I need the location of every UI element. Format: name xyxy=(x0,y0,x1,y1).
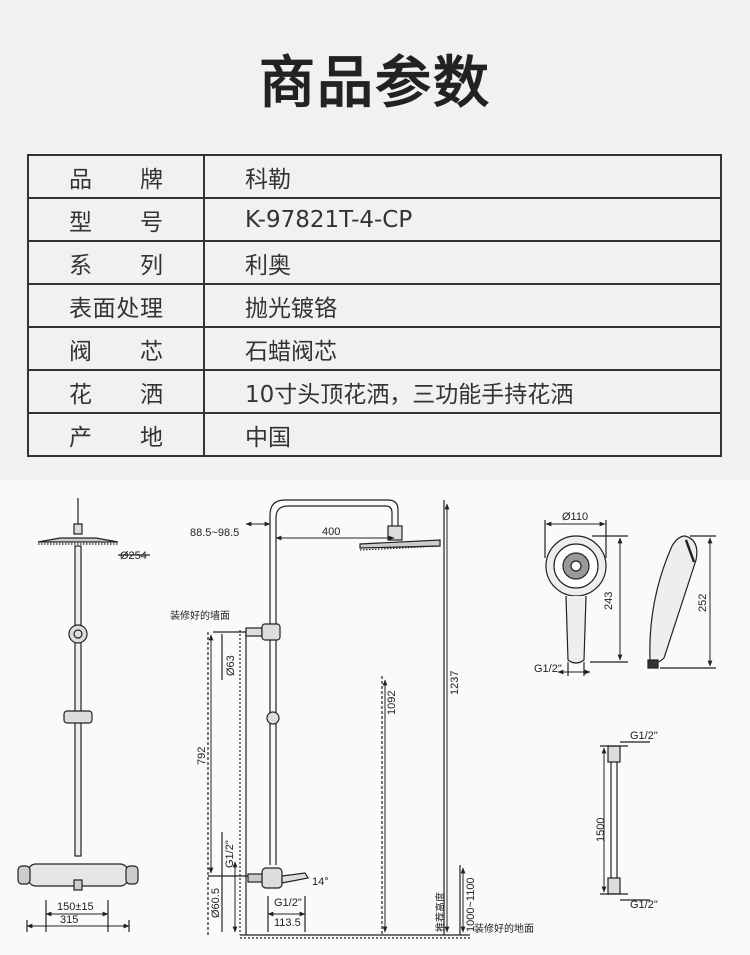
side-spout-length: 113.5 xyxy=(274,917,301,929)
side-inlet-thread: G1/2" xyxy=(224,840,236,868)
hose-length: 1500 xyxy=(595,818,607,842)
spec-table: 品牌 科勒 型号 K-97821T-4-CP 系列 利奥 表面处理 抛光镀铬 阀… xyxy=(27,154,722,457)
side-wall-label: 装修好的墙面 xyxy=(170,609,230,622)
handshower-front xyxy=(544,520,628,676)
side-bracket-dia: Ø63 xyxy=(225,655,237,676)
spec-label: 阀芯 xyxy=(69,338,163,365)
spec-row-origin: 产地 中国 xyxy=(27,412,722,457)
side-rec-height: 1000~1100 xyxy=(465,877,477,932)
technical-drawing: Ø254 150±15 315 xyxy=(0,480,750,955)
page-title: 商品参数 xyxy=(259,51,491,116)
front-view xyxy=(17,498,150,932)
spec-label: 型号 xyxy=(69,209,163,236)
side-height-1237: 1237 xyxy=(449,671,461,695)
spec-value: 石蜡阀芯 xyxy=(203,326,722,371)
handshower-height-side: 252 xyxy=(697,594,709,612)
spec-value: 科勒 xyxy=(203,154,722,199)
side-spout-angle: 14° xyxy=(312,876,329,888)
front-width: 315 xyxy=(60,914,78,926)
spec-value: 利奥 xyxy=(203,240,722,285)
side-height-1092: 1092 xyxy=(386,691,398,715)
spec-value: 中国 xyxy=(203,412,722,457)
spec-value: K-97821T-4-CP xyxy=(203,197,722,242)
spec-label: 品牌 xyxy=(69,166,163,193)
side-view xyxy=(207,499,470,939)
hose-thread-bottom: G1/2" xyxy=(630,899,658,911)
handshower-side xyxy=(647,535,716,669)
hose xyxy=(600,741,650,901)
side-rec-height-label: 推荐高度 xyxy=(434,892,447,932)
front-spacing: 150±15 xyxy=(57,901,94,913)
hose-thread-top: G1/2" xyxy=(630,730,658,742)
spec-value: 抛光镀铬 xyxy=(203,283,722,328)
spec-row-finish: 表面处理 抛光镀铬 xyxy=(27,283,722,328)
handshower-dia: Ø110 xyxy=(562,511,588,523)
side-wall-offset: 88.5~98.5 xyxy=(190,527,239,539)
handshower-thread: G1/2" xyxy=(534,663,562,675)
side-body-dia: Ø60.5 xyxy=(210,888,222,918)
spec-label: 花洒 xyxy=(69,381,163,408)
handshower-height-front: 243 xyxy=(603,592,615,610)
spec-row-brand: 品牌 科勒 xyxy=(27,154,722,199)
spec-row-showerhead: 花洒 10寸头顶花洒，三功能手持花洒 xyxy=(27,369,722,414)
spec-label: 产地 xyxy=(69,424,163,451)
side-arm-length: 400 xyxy=(322,526,340,538)
side-floor-label: 装修好的地面 xyxy=(474,922,534,935)
spec-row-series: 系列 利奥 xyxy=(27,240,722,285)
spec-row-valve: 阀芯 石蜡阀芯 xyxy=(27,326,722,371)
spec-label: 系列 xyxy=(69,252,163,279)
spec-label: 表面处理 xyxy=(69,295,163,322)
spec-value: 10寸头顶花洒，三功能手持花洒 xyxy=(203,369,722,414)
spec-row-model: 型号 K-97821T-4-CP xyxy=(27,197,722,242)
front-head-dia: Ø254 xyxy=(120,550,147,562)
side-height-792: 792 xyxy=(196,747,208,765)
side-outlet-thread: G1/2" xyxy=(274,897,302,909)
